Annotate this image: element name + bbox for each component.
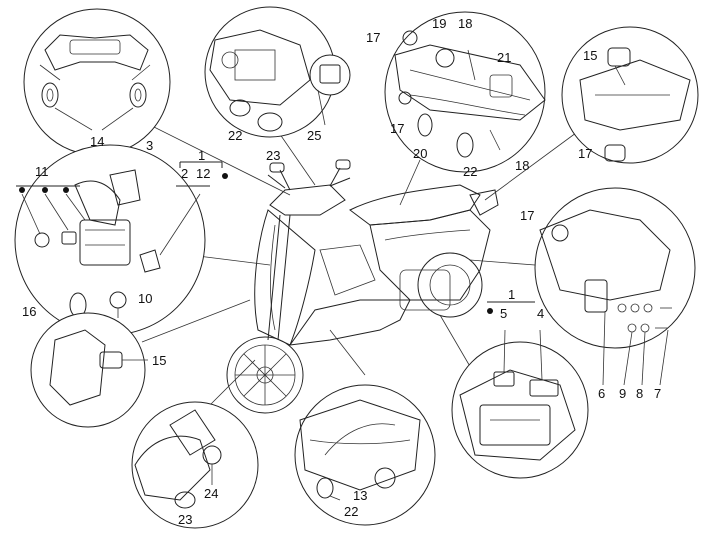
bullet-icon xyxy=(487,308,493,314)
callout-label: 3 xyxy=(146,138,153,153)
callout-label: 18 xyxy=(515,158,529,173)
callout-label: 7 xyxy=(654,386,661,401)
callout-label: 13 xyxy=(353,488,367,503)
callout-label: 11 xyxy=(35,164,49,179)
callout-label: 4 xyxy=(537,306,544,321)
callout-label: 22 xyxy=(463,164,477,179)
bullet-icon xyxy=(63,187,69,193)
bullet-icon xyxy=(19,187,25,193)
detail-circle-rear-frame xyxy=(561,26,699,164)
callout-label: 16 xyxy=(22,304,36,319)
detail-circle-front-fender xyxy=(131,401,259,529)
detail-circle-battery xyxy=(451,301,589,479)
bullet-icon xyxy=(222,173,228,179)
detail-circle-ecu-bracket xyxy=(14,144,210,336)
callout-label: 25 xyxy=(307,128,321,143)
callout-label: 17 xyxy=(390,121,404,136)
callout-label: 2 xyxy=(181,166,188,181)
callout-label: 21 xyxy=(497,50,511,65)
callout-label: 24 xyxy=(204,486,218,501)
callout-label: 5 xyxy=(500,306,507,321)
callout-label: 17 xyxy=(578,146,592,161)
callout-label: 10 xyxy=(138,291,152,306)
callout-label: 20 xyxy=(413,146,427,161)
callout-label: 14 xyxy=(90,134,104,149)
callout-label: 18 xyxy=(458,16,472,31)
callout-label: 9 xyxy=(619,386,626,401)
detail-circle-dashboard xyxy=(204,6,351,138)
callout-label: 23 xyxy=(266,148,280,163)
callout-label: 22 xyxy=(344,504,358,519)
detail-circle-handlebar xyxy=(23,8,171,156)
callout-label: 8 xyxy=(636,386,643,401)
bullet-icon xyxy=(42,187,48,193)
detail-circle-bracket-screws xyxy=(534,187,696,386)
callout-label: 12 xyxy=(196,166,210,181)
callout-label: 23 xyxy=(178,512,192,527)
callout-label: 1 xyxy=(508,287,515,302)
callout-label: 15 xyxy=(583,48,597,63)
detail-circle-frame-wiring xyxy=(384,11,546,173)
callout-labels: 1 2 3 11 12 10 16 14 22 23 25 17 17 19 1… xyxy=(22,16,661,527)
detail-circle-front-wiring xyxy=(294,384,436,526)
detail-circle-front-clip xyxy=(30,312,148,428)
callout-label: 1 xyxy=(198,148,205,163)
callout-label: 17 xyxy=(520,208,534,223)
callout-label: 22 xyxy=(228,128,242,143)
callout-label: 6 xyxy=(598,386,605,401)
scooter-illustration xyxy=(226,159,499,414)
callout-label: 17 xyxy=(366,30,380,45)
callout-label: 19 xyxy=(432,16,446,31)
callout-label: 15 xyxy=(152,353,166,368)
